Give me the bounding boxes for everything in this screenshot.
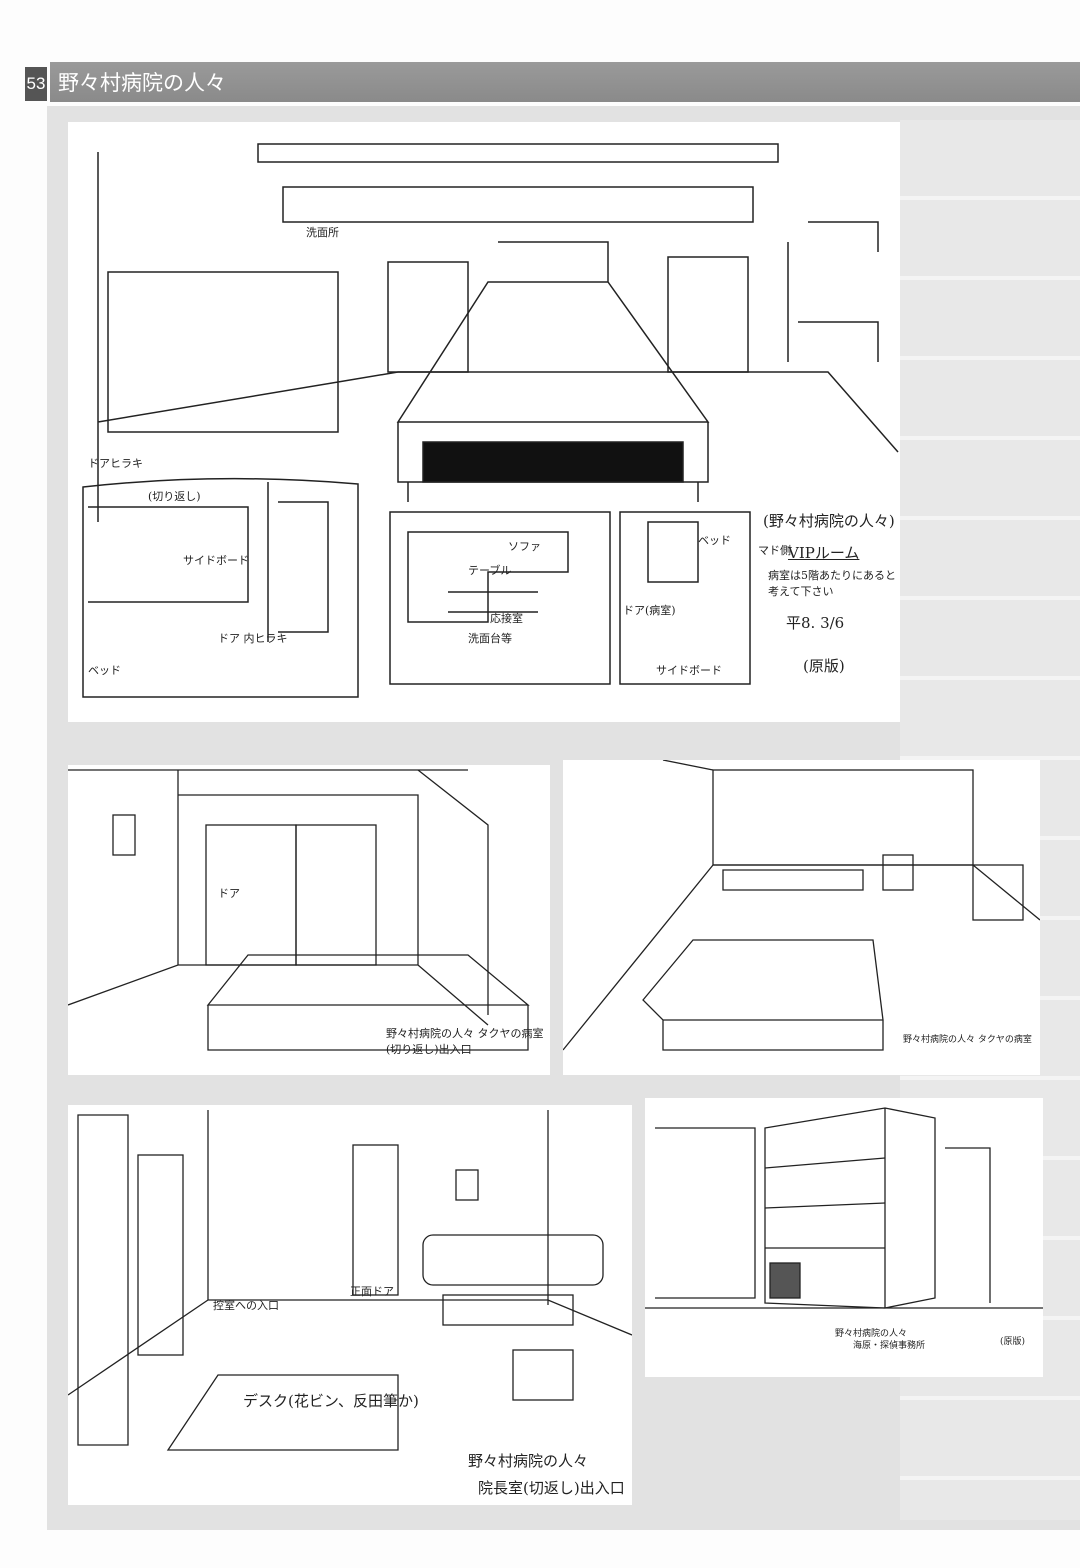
- vip-room-drawing: [82, 143, 899, 698]
- label-table: テーブル: [468, 564, 512, 577]
- caption-title: (野々村病院の人々): [763, 512, 895, 530]
- takuya-room-sketch: 野々村病院の人々 タクヤの病室: [563, 760, 1040, 1075]
- label-front-door: 正面ドア: [350, 1285, 394, 1298]
- stamp: (原版): [1000, 1337, 1026, 1347]
- label-washstand: 洗面台等: [468, 632, 512, 645]
- label-bed: ベッド: [88, 664, 121, 677]
- detective-office-building-sketch: 野々村病院の人々 海原・探偵事務所 (原版): [645, 1098, 1043, 1377]
- director-office-sketch: 控室への入口 正面ドア デスク(花ビン、反田筆か) 野々村病院の人々 院長室(切…: [68, 1105, 632, 1505]
- label-door: ドア: [218, 887, 240, 900]
- caption: 野々村病院の人々 タクヤの病室: [903, 1035, 1032, 1045]
- label-door-room: ドア(病室): [623, 604, 676, 617]
- label-reception: 応接室: [490, 612, 523, 625]
- page-title: 野々村病院の人々: [50, 62, 1080, 102]
- caption-place: 海原・探偵事務所: [853, 1341, 926, 1351]
- caption-room: 院長室(切返し)出入口: [478, 1479, 625, 1497]
- takuya-room-entrance-drawing: [68, 769, 530, 1051]
- building-drawing: [645, 1107, 1043, 1309]
- page-number: 53: [25, 67, 47, 101]
- caption: 野々村病院の人々 タクヤの病室(切り返し)出入口: [386, 1027, 544, 1056]
- label-sideboard-2: サイドボード: [656, 664, 722, 677]
- caption-stamp: (原版): [803, 657, 845, 675]
- label-door-open: ドアヒラキ: [88, 457, 143, 470]
- caption-title: 野々村病院の人々: [468, 1452, 589, 1470]
- label-desk: デスク(花ビン、反田筆か): [243, 1392, 419, 1410]
- label-sofa: ソファ: [508, 540, 541, 553]
- label-waiting-entrance: 控室への入口: [213, 1299, 279, 1312]
- label-door-inward: ドア 内ヒラキ: [218, 632, 288, 645]
- caption-room: VIPルーム: [788, 544, 860, 562]
- label-reverse: (切り返し): [148, 490, 201, 503]
- caption-note: 病室は5階あたりにあると考えて下さい: [768, 569, 896, 598]
- caption-title: 野々村病院の人々: [835, 1329, 908, 1339]
- label-sideboard: サイドボード: [183, 554, 249, 567]
- label-window-side: マド側: [758, 544, 791, 557]
- takuya-room-drawing: [563, 760, 1040, 1051]
- takuya-room-entrance-sketch: ドア 野々村病院の人々 タクヤの病室(切り返し)出入口: [68, 765, 550, 1075]
- director-office-drawing: [68, 1110, 632, 1451]
- label-washroom: 洗面所: [306, 226, 339, 239]
- label-bed-2: ベッド: [698, 534, 731, 547]
- vip-room-sketch: 洗面所 ドアヒラキ (切り返し) サイドボード ドア 内ヒラキ ベッド ソファ …: [68, 122, 900, 722]
- caption-date: 平8. 3/6: [786, 614, 845, 632]
